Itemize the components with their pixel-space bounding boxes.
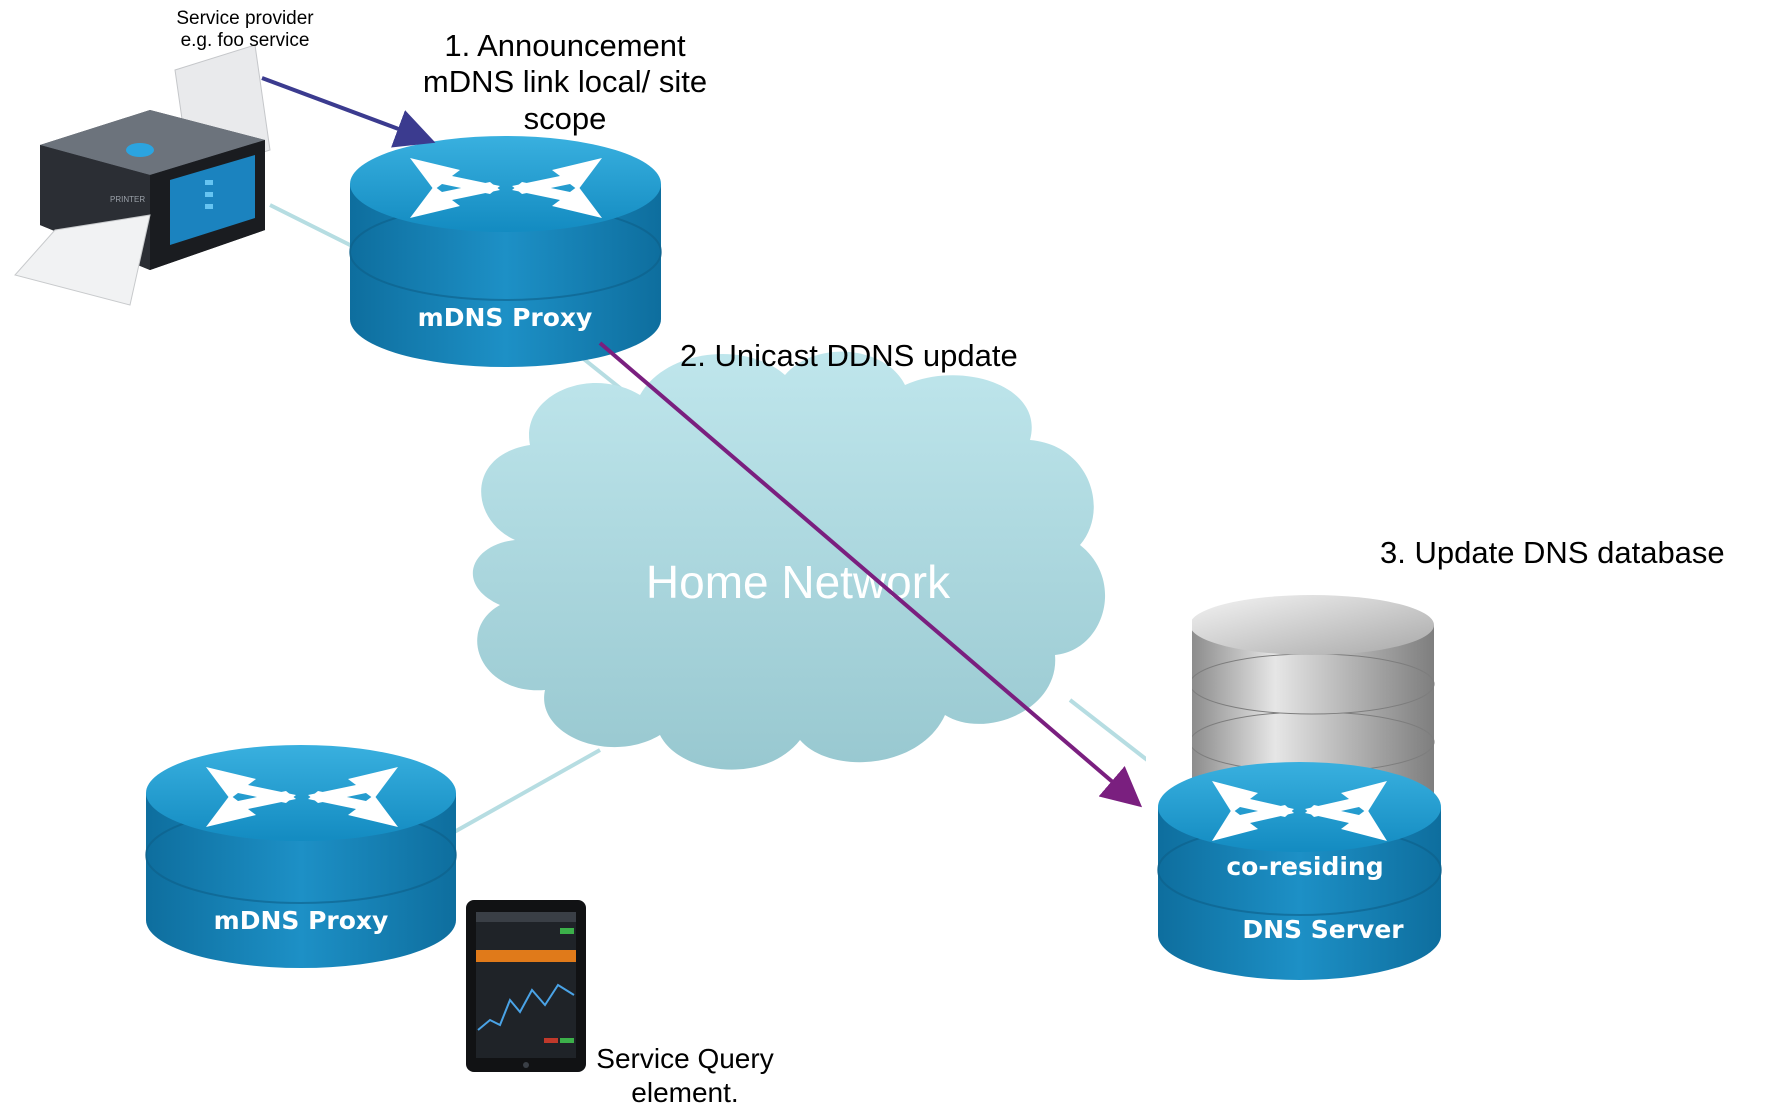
printer-icon: PRINTER — [14, 44, 271, 306]
link-cloud-dns — [1068, 698, 1162, 772]
tablet-icon — [466, 900, 586, 1072]
cloud-label: Home Network — [646, 556, 951, 608]
service-provider-label: Service provider e.g. foo service — [140, 8, 350, 53]
ddns-update-arrow — [598, 341, 1143, 808]
dns-router-label-1: co-residing — [1226, 852, 1383, 881]
service-query-label: Service Query element. — [596, 1043, 774, 1108]
router-arrows-icon — [410, 158, 602, 218]
router-bottom-label: mDNS Proxy — [214, 906, 389, 935]
home-network-cloud: Home Network — [472, 351, 1106, 770]
router-dns-server: co-residing DNS Server — [1157, 762, 1442, 980]
announcement-label: 1. Announcement mDNS link local/ site sc… — [422, 28, 708, 136]
service-provider-text: Service provider e.g. foo service — [176, 8, 314, 52]
router-mdns-proxy-top: mDNS Proxy — [349, 136, 662, 367]
unicast-ddns-label: 2. Unicast DDNS update — [680, 338, 1018, 373]
update-db-label: 3. Update DNS database — [1380, 535, 1725, 570]
router-top-label: mDNS Proxy — [418, 303, 593, 332]
printer-brand: PRINTER — [110, 195, 145, 204]
router-arrows-icon — [206, 767, 398, 827]
dns-router-label-2: DNS Server — [1242, 915, 1404, 944]
announcement-arrow — [261, 76, 436, 148]
router-arrows-icon — [1212, 781, 1387, 841]
link-printer-router — [269, 203, 361, 252]
router-mdns-proxy-bottom: mDNS Proxy — [145, 745, 457, 968]
link-bottom-router-cloud — [439, 748, 601, 842]
